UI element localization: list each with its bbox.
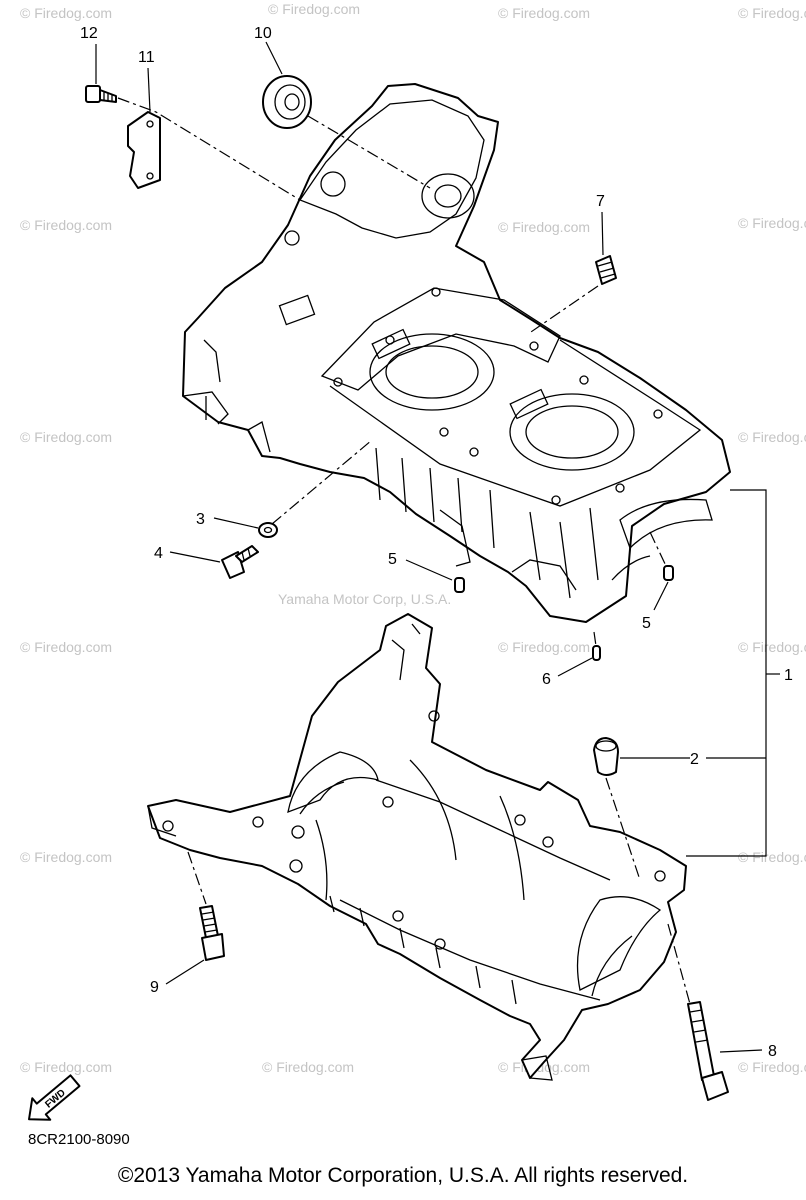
alignment-lines [117, 97, 691, 1005]
pin-6 [592, 645, 601, 661]
callout-8: 8 [768, 1043, 777, 1060]
dowel-5-right [663, 565, 674, 581]
bolt-12 [85, 85, 117, 103]
washer-3 [258, 522, 278, 538]
cap-2 [593, 737, 619, 776]
bolt-4 [221, 545, 259, 579]
callouts: 12 11 10 7 3 4 5 5 6 1 2 9 8 [80, 25, 793, 1060]
watermark: © Firedog.com [262, 1059, 354, 1075]
bearing-10 [262, 75, 312, 129]
watermark: © Firedog.com [498, 639, 590, 655]
watermark: © Firedog.com [268, 1, 360, 17]
watermark: © Firedog.com [20, 217, 112, 233]
watermark: © Firedog.com [20, 639, 112, 655]
bolt-8 [687, 1001, 729, 1101]
callout-12: 12 [80, 25, 98, 42]
watermark: © Firedog.com [738, 215, 806, 231]
watermark: © Firedog.com [738, 5, 806, 21]
watermark: © Firedog.com [738, 1059, 806, 1075]
watermark: © Firedog.com [738, 429, 806, 445]
bracket-11 [127, 111, 161, 189]
watermark: © Firedog.com [498, 219, 590, 235]
diagram-code: 8CR2100-8090 [28, 1131, 130, 1148]
callout-3: 3 [196, 511, 205, 528]
dowel-5-left [454, 577, 465, 593]
callout-5: 5 [388, 551, 397, 568]
callout-1: 1 [784, 667, 793, 684]
watermark-yamaha: Yamaha Motor Corp, U.S.A. [278, 591, 451, 607]
bolt-9 [199, 905, 225, 961]
callout-11: 11 [138, 49, 155, 66]
fwd-arrow: FWD [28, 1074, 81, 1121]
watermark: © Firedog.com [498, 5, 590, 21]
callout-4: 4 [154, 545, 163, 562]
watermark: © Firedog.com [498, 1059, 590, 1075]
watermark: © Firedog.com [20, 1059, 112, 1075]
copyright-notice: ©2013 Yamaha Motor Corporation, U.S.A. A… [117, 1164, 689, 1187]
callout-10: 10 [254, 25, 272, 42]
callout-6: 6 [542, 671, 551, 688]
watermark: © Firedog.com [20, 5, 112, 21]
callout-7: 7 [596, 193, 605, 210]
lower-crankcase [147, 613, 687, 1081]
watermark: © Firedog.com [738, 849, 806, 865]
watermark: © Firedog.com [20, 849, 112, 865]
stud-7 [595, 255, 617, 285]
leader-lines [95, 41, 780, 1053]
callout-5: 5 [642, 615, 651, 632]
callout-9: 9 [150, 979, 159, 996]
callout-2: 2 [690, 751, 699, 768]
watermark: © Firedog.com [738, 639, 806, 655]
watermark: © Firedog.com [20, 429, 112, 445]
upper-crankcase [182, 83, 731, 623]
